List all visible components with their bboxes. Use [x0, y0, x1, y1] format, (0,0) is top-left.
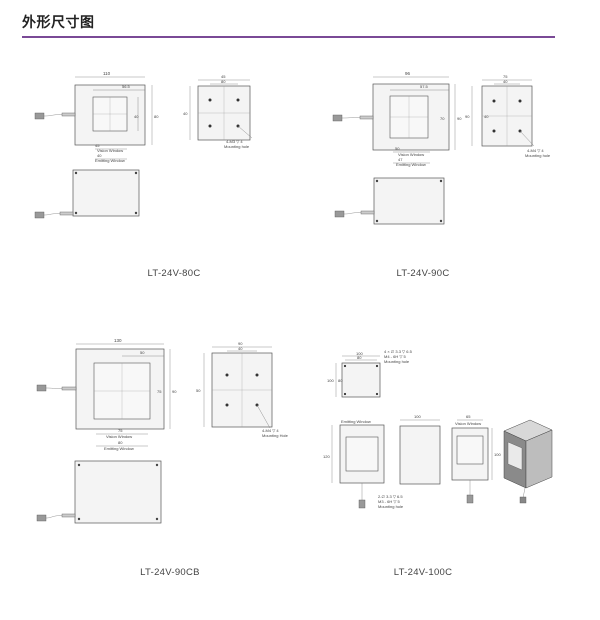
- lt80c-dim-width: 110: [103, 71, 111, 76]
- lt90c-back-connector: [334, 210, 345, 218]
- lt90c-emitting-label: Emitting Window: [396, 162, 426, 167]
- lt100c-top-width: 100: [356, 351, 363, 356]
- model-label-lt-24v-100c: LT-24V-100C: [393, 567, 453, 578]
- lt100c-side-mount: Mounting hole: [378, 504, 404, 509]
- lt90c-side-inner: 40: [484, 114, 489, 119]
- lt90c-dim-70: 70: [440, 116, 445, 121]
- lt90c-mount-spec: 4-M4 ▽ 4: [527, 148, 544, 153]
- lt80c-vision-label: Vision Window: [97, 148, 123, 153]
- lt100c-front-height: 120: [323, 454, 330, 459]
- lt80c-side-spacing: 80: [221, 79, 226, 84]
- lt90cb-side-width: 90: [238, 341, 243, 346]
- lt90cb-back-connector: [36, 514, 47, 522]
- lt100c-iso-window: [507, 441, 523, 471]
- lt90c-dim-width: 96: [405, 71, 411, 76]
- lt90c-mount-label: Mounting hole: [525, 153, 551, 158]
- lt80c-connector: [34, 112, 45, 120]
- lt90cb-dim-inner: 75: [157, 389, 162, 394]
- lt100c-top-80: 80: [338, 378, 343, 383]
- lt80c-dim-emitting: 40: [97, 153, 102, 158]
- page-title: 外形尺寸图: [22, 14, 95, 30]
- lt100c-top-inner: 80: [357, 355, 362, 360]
- model-label-lt-24v-90cb: LT-24V-90CB: [140, 567, 200, 578]
- lt100c-emitting-window: [345, 436, 379, 472]
- lt100c-side-body: [399, 425, 441, 485]
- lt100c-iso-right: [525, 429, 553, 489]
- lt100c-side-thread: M3 - 6H ▽ 5: [378, 499, 401, 504]
- lt80c-side-width: 45: [221, 74, 226, 79]
- lt90cb-dim-height: 90: [172, 389, 177, 394]
- lt80c-dim-height: 80: [154, 114, 159, 119]
- lt80c-mount-label: Mounting hole: [224, 144, 250, 149]
- lt100c-vision-height: 100: [494, 452, 501, 457]
- title-rule: [22, 36, 555, 38]
- lt90cb-dim-width: 130: [114, 338, 122, 343]
- lt80c-dim-window-h: 40: [134, 114, 139, 119]
- lt90c-vision-label: Vision Window: [398, 152, 424, 157]
- lt80c-back-body: [72, 169, 140, 217]
- lt100c-vision-65: 65: [466, 414, 471, 419]
- lt80c-dim-offset: 56.5: [122, 84, 131, 89]
- lt90cb-mount-label: Mounting Hole: [262, 433, 289, 438]
- lt80c-mount-spec: 4-M3 ▽ 4: [226, 139, 243, 144]
- lt90cb-side-spacing: 40: [238, 346, 243, 351]
- lt100c-top-mount: Mounting hole: [384, 359, 410, 364]
- lt100c-top-hole: 4 × ∅ 3.3 ▽ 6.5: [384, 349, 413, 354]
- model-label-lt-24v-80c: LT-24V-80C: [147, 268, 201, 279]
- lt100c-emitting-label: Emitting Window: [341, 419, 371, 424]
- lt100c-side-width: 100: [414, 414, 421, 419]
- lt100c-iso-connector: [519, 496, 527, 504]
- model-label-lt-24v-90c: LT-24V-90C: [396, 268, 450, 279]
- lt100c-top-body: [341, 362, 381, 398]
- lt80c-emitting-label: Emitting Window: [95, 158, 125, 163]
- lt80c-dim-vision: 45: [95, 143, 100, 148]
- lt80c-side-height: 40: [183, 111, 188, 116]
- lt90cb-vision-label: Vision Window: [106, 434, 132, 439]
- lt90cb-dim-offset: 50: [140, 350, 145, 355]
- drawing-lt-24v-100c: 100 80 4 × ∅ 3.3 ▽ 6.5 M4 - 6H ▽ 5 Mount…: [323, 349, 553, 509]
- lt90cb-connector: [36, 384, 47, 392]
- lt90c-side-height: 90: [465, 114, 470, 119]
- lt100c-vision-label: Vision Window: [455, 421, 481, 426]
- lt90c-dim-vision: 50: [395, 146, 400, 151]
- lt90cb-back-body: [74, 460, 162, 524]
- lt100c-top-thread: M4 - 6H ▽ 5: [384, 354, 407, 359]
- lt90c-dim-offset: 57.5: [420, 84, 429, 89]
- lt90c-dim-height: 90: [457, 116, 462, 121]
- lt90c-side-width: 75: [503, 74, 508, 79]
- lt90cb-emitting-label: Emitting Window: [104, 446, 134, 451]
- drawing-lt-24v-90c: 96 57.5 90 70 50 Vision Window 47 Emitti…: [332, 71, 551, 225]
- lt90c-connector: [332, 114, 343, 122]
- lt90cb-dim-emitting: 80: [118, 440, 123, 445]
- lt100c-vision-connector: [466, 494, 474, 504]
- lt90c-side-spacing: 40: [503, 79, 508, 84]
- lt100c-vision-window: [456, 435, 484, 465]
- lt100c-top-height: 100: [327, 378, 334, 383]
- lt90cb-side-height: 50: [196, 388, 201, 393]
- lt90c-back-body: [373, 177, 445, 225]
- lt100c-side-hole: 2-∅ 3.3 ▽ 6.5: [378, 494, 403, 499]
- drawing-lt-24v-90cb: 130 50 90 75 75 Vision Window 80 Emittin…: [36, 338, 289, 524]
- lt90c-dim-emitting: 47: [398, 157, 403, 162]
- drawing-lt-24v-80c: 110 56.5 80 40 45 Vision Window 40 Emitt…: [34, 71, 253, 219]
- lt80c-back-connector: [34, 211, 45, 219]
- lt90cb-dim-vision: 75: [118, 428, 123, 433]
- lt90cb-mount-spec: 4-M4 ▽ 4: [262, 428, 279, 433]
- lt100c-connector: [358, 499, 366, 509]
